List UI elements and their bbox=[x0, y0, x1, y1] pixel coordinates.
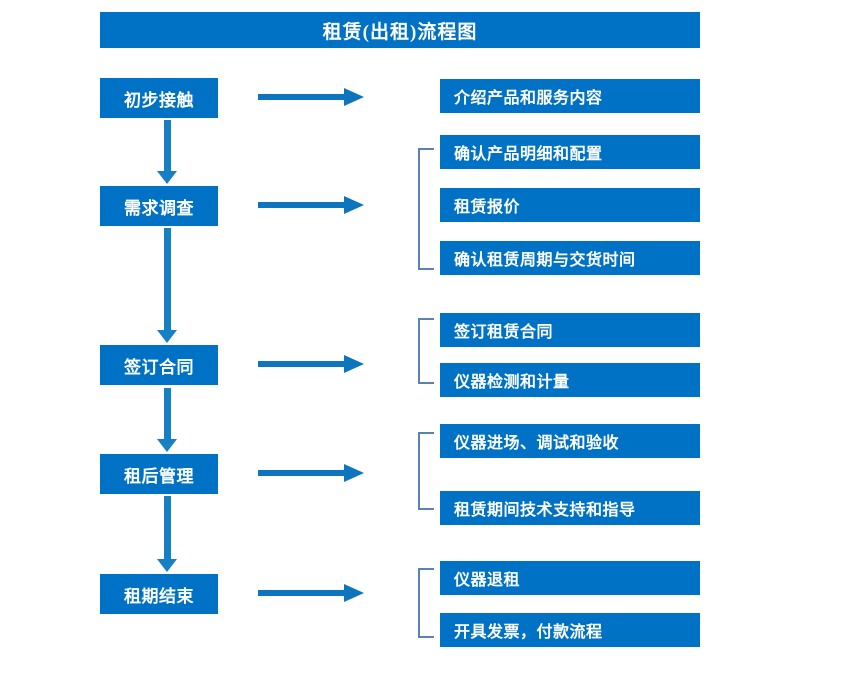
detail-box-5[interactable]: 签订租赁合同 bbox=[440, 313, 700, 347]
detail-box-9[interactable]: 仪器退租 bbox=[440, 561, 700, 595]
flow-arrow-stage-3 bbox=[258, 353, 366, 375]
connector-arrow-1-2 bbox=[156, 120, 178, 184]
connector-arrow-2-3 bbox=[156, 228, 178, 343]
detail-box-7[interactable]: 仪器进场、调试和验收 bbox=[440, 424, 700, 458]
connector-arrow-4-5 bbox=[156, 496, 178, 572]
stage-box-3[interactable]: 签订合同 bbox=[100, 345, 218, 385]
flow-arrow-stage-4 bbox=[258, 462, 366, 484]
detail-box-3[interactable]: 租赁报价 bbox=[440, 188, 700, 222]
stage-box-5[interactable]: 租期结束 bbox=[100, 574, 218, 614]
detail-box-6[interactable]: 仪器检测和计量 bbox=[440, 363, 700, 397]
stage-box-1[interactable]: 初步接触 bbox=[100, 78, 218, 118]
flow-arrow-stage-2 bbox=[258, 194, 366, 216]
detail-box-8[interactable]: 租赁期间技术支持和指导 bbox=[440, 491, 700, 525]
detail-box-10[interactable]: 开具发票，付款流程 bbox=[440, 613, 700, 647]
detail-box-2[interactable]: 确认产品明细和配置 bbox=[440, 135, 700, 169]
flowchart-title: 租赁(出租)流程图 bbox=[100, 12, 700, 48]
group-bracket-5 bbox=[418, 568, 434, 638]
flow-arrow-stage-5 bbox=[258, 582, 366, 604]
stage-box-4[interactable]: 租后管理 bbox=[100, 454, 218, 494]
detail-box-1[interactable]: 介绍产品和服务内容 bbox=[440, 79, 700, 113]
group-bracket-4 bbox=[418, 432, 434, 510]
group-bracket-3 bbox=[418, 318, 434, 384]
detail-box-4[interactable]: 确认租赁周期与交货时间 bbox=[440, 241, 700, 275]
stage-box-2[interactable]: 需求调查 bbox=[100, 186, 218, 226]
flow-arrow-stage-1 bbox=[258, 86, 366, 108]
connector-arrow-3-4 bbox=[156, 388, 178, 452]
group-bracket-2 bbox=[418, 148, 434, 270]
